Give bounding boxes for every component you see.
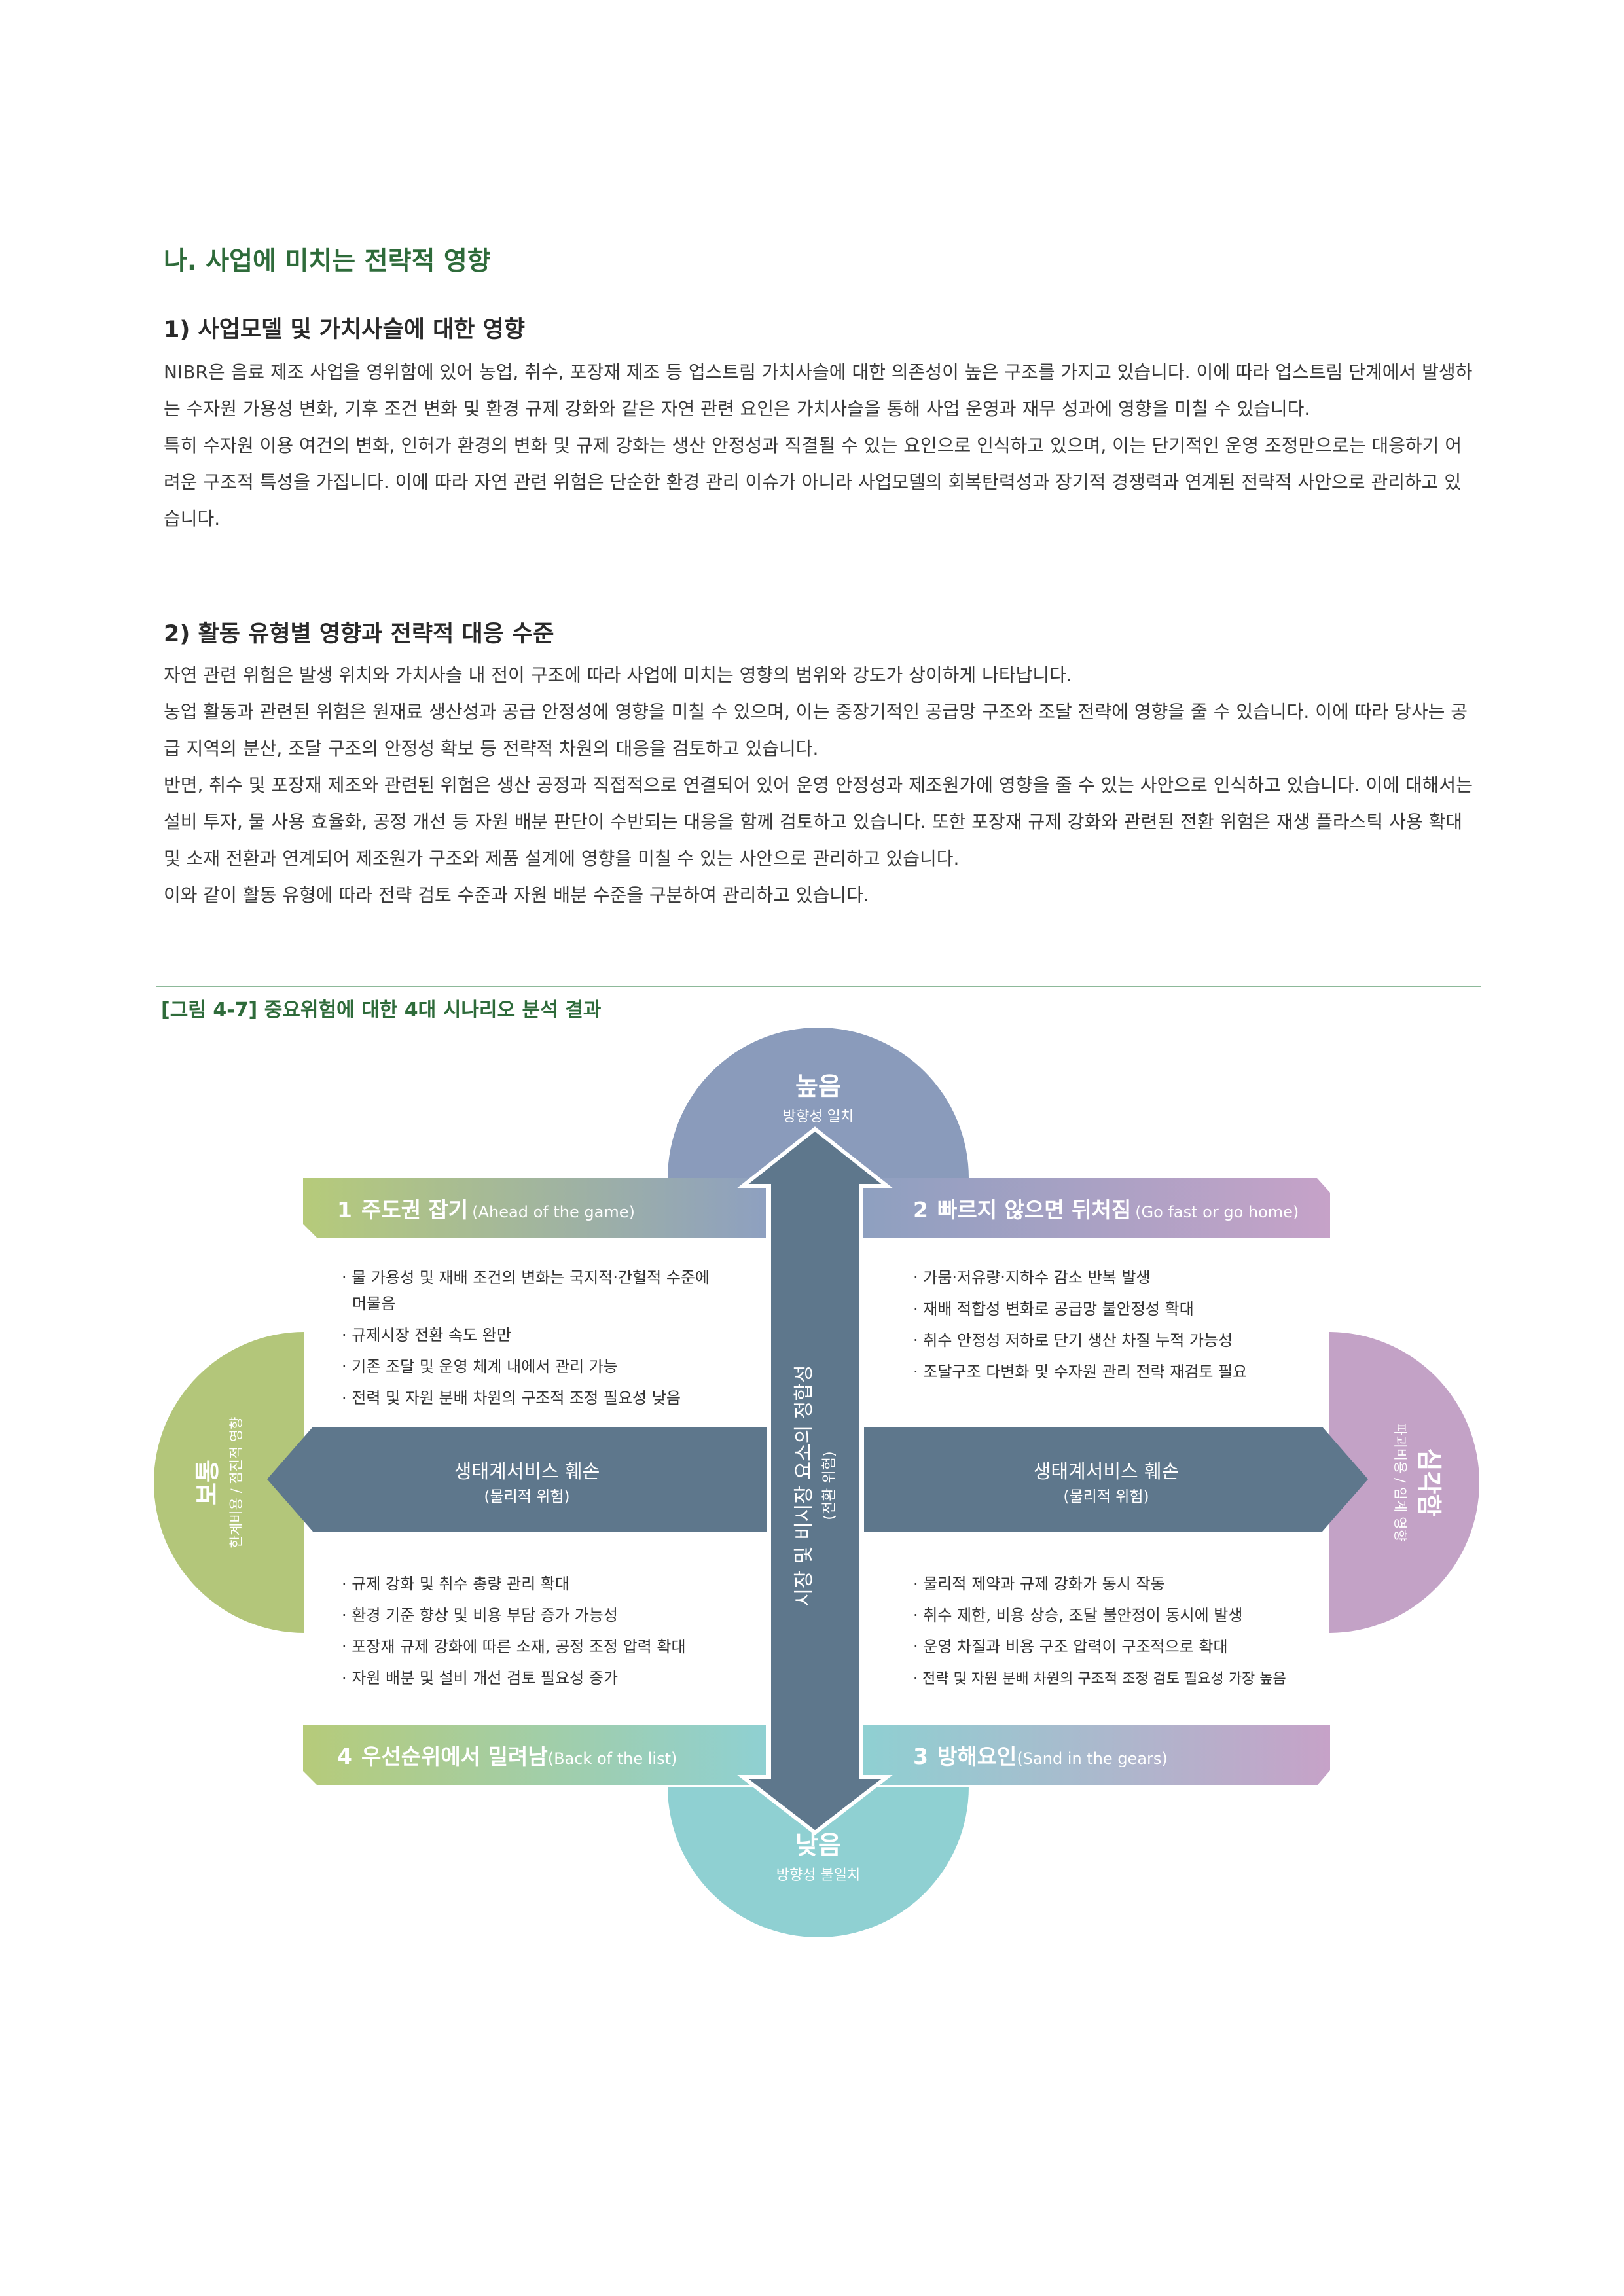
subsection-title-1: 1) 사업모델 및 가치사슬에 대한 영향 xyxy=(164,317,526,343)
paragraph: 특히 수자원 이용 여건의 변화, 인허가 환경의 변화 및 규제 강화는 생산… xyxy=(164,435,1462,529)
bullet-item: · 전력 및 자원 분배 차원의 구조적 조정 필요성 낮음 xyxy=(342,1389,681,1407)
quadrant-3-bullets: · 물리적 제약과 규제 강화가 동시 작동 · 취수 제한, 비용 상승, 조… xyxy=(913,1575,1286,1687)
figure-caption: [그림 4-7] 중요위험에 대한 4대 시나리오 분석 결과 xyxy=(161,999,602,1022)
paragraph: 농업 활동과 관련된 위험은 원재료 생산성과 공급 안정성에 영향을 미칠 수… xyxy=(164,701,1468,759)
bullet-item: · 기존 조달 및 운영 체계 내에서 관리 가능 xyxy=(342,1357,618,1376)
bullet-item: · 조달구조 다변화 및 수자원 관리 전략 재검토 필요 xyxy=(913,1363,1247,1381)
right-arrow-label: 생태계서비스 훼손 xyxy=(1034,1460,1180,1482)
quadrant-2-bar xyxy=(863,1178,1330,1238)
bullet-item: · 취수 안정성 저하로 단기 생산 차질 누적 가능성 xyxy=(913,1331,1233,1350)
bullet-item: · 규제 강화 및 취수 총량 관리 확대 xyxy=(342,1575,569,1593)
left-sublabel: 한계비용 / 점진적 영향 xyxy=(228,1417,244,1549)
right-label: 심각함 xyxy=(1415,1448,1443,1517)
quadrant-2-bullets: · 가뭄·저유량·지하수 감소 반복 발생 · 재배 적합성 변화로 공급망 불… xyxy=(913,1268,1247,1381)
left-arrow-label: 생태계서비스 훼손 xyxy=(454,1460,600,1482)
right-arrow xyxy=(864,1427,1368,1532)
bottom-semicircle xyxy=(668,1787,969,1937)
left-arrow xyxy=(267,1427,767,1532)
paragraph: 이와 같이 활동 유형에 따라 전략 검토 수준과 자원 배분 수준을 구분하여… xyxy=(164,884,869,906)
vertical-axis-sublabel: (전환 위험) xyxy=(821,1451,838,1520)
paragraph: 자연 관련 위험은 발생 위치와 가치사슬 내 전이 구조에 따라 사업에 미치… xyxy=(164,664,1072,686)
quadrant-1-bar xyxy=(303,1178,766,1238)
bullet-item: · 운영 차질과 비용 구조 압력이 구조적으로 확대 xyxy=(913,1638,1228,1656)
quadrant-4-bar xyxy=(303,1725,766,1785)
bullet-item: · 물리적 제약과 규제 강화가 동시 작동 xyxy=(913,1575,1165,1593)
subsection-1-body: NIBR은 음료 제조 사업을 영위함에 있어 농업, 취수, 포장재 제조 등… xyxy=(164,354,1473,537)
bottom-label: 낮음 xyxy=(795,1831,841,1859)
subsection-title-2: 2) 활동 유형별 영향과 전략적 대응 수준 xyxy=(164,621,554,647)
bullet-item: · 자원 배분 및 설비 개선 검토 필요성 증가 xyxy=(342,1669,618,1687)
right-semicircle xyxy=(1329,1332,1479,1633)
top-label: 높음 xyxy=(795,1072,841,1101)
bullet-item: · 재배 적합성 변화로 공급망 불안정성 확대 xyxy=(913,1300,1194,1318)
top-sublabel: 방향성 일치 xyxy=(783,1109,854,1125)
bullet-item: · 규제시장 전환 속도 완만 xyxy=(342,1326,511,1344)
subsection-2-body: 자연 관련 위험은 발생 위치와 가치사슬 내 전이 구조에 따라 사업에 미치… xyxy=(164,657,1473,914)
right-sublabel: 파괴비용 / 임계 영향 xyxy=(1392,1423,1408,1542)
section-title: 나. 사업에 미치는 전략적 영향 xyxy=(164,247,491,276)
bottom-sublabel: 방향성 불일치 xyxy=(776,1867,860,1884)
right-arrow-sublabel: (물리적 위험) xyxy=(1063,1488,1149,1505)
left-arrow-sublabel: (물리적 위험) xyxy=(484,1488,569,1505)
left-label: 보통 xyxy=(193,1460,222,1505)
bullet-item: · 취수 제한, 비용 상승, 조달 불안정이 동시에 발생 xyxy=(913,1606,1242,1624)
bullet-item: 머물음 xyxy=(352,1295,395,1313)
quadrant-1-bullets: · 물 가용성 및 재배 조건의 변화는 국지적·간헐적 수준에 머물음 · 규… xyxy=(342,1268,710,1407)
vertical-arrow xyxy=(737,1126,893,1835)
vertical-axis-label: 시장 및 비시장 요소의 정합성 xyxy=(793,1365,816,1606)
paragraph: 반면, 취수 및 포장재 제조와 관련된 위험은 생산 공정과 직접적으로 연결… xyxy=(164,774,1473,869)
quadrant-4-bullets: · 규제 강화 및 취수 총량 관리 확대 · 환경 기준 향상 및 비용 부담… xyxy=(342,1575,686,1687)
top-semicircle xyxy=(668,1028,969,1178)
quadrant-3-panel xyxy=(863,1532,1326,1725)
bullet-item: · 포장재 규제 강화에 따른 소재, 공정 조정 압력 확대 xyxy=(342,1638,686,1656)
bullet-item: · 전략 및 자원 분배 차원의 구조적 조정 검토 필요성 가장 높음 xyxy=(913,1671,1286,1687)
bullet-item: · 물 가용성 및 재배 조건의 변화는 국지적·간헐적 수준에 xyxy=(342,1268,710,1287)
quadrant-4-panel xyxy=(308,1532,766,1725)
figure-divider xyxy=(156,986,1481,987)
quadrant-3-bar xyxy=(863,1725,1330,1785)
paragraph: NIBR은 음료 제조 사업을 영위함에 있어 농업, 취수, 포장재 제조 등… xyxy=(164,361,1473,420)
quadrant-2-panel xyxy=(863,1238,1326,1435)
quadrant-1-panel xyxy=(308,1238,766,1435)
bullet-item: · 가뭄·저유량·지하수 감소 반복 발생 xyxy=(913,1268,1151,1287)
left-semicircle xyxy=(154,1332,304,1633)
bullet-item: · 환경 기준 향상 및 비용 부담 증가 가능성 xyxy=(342,1606,618,1624)
